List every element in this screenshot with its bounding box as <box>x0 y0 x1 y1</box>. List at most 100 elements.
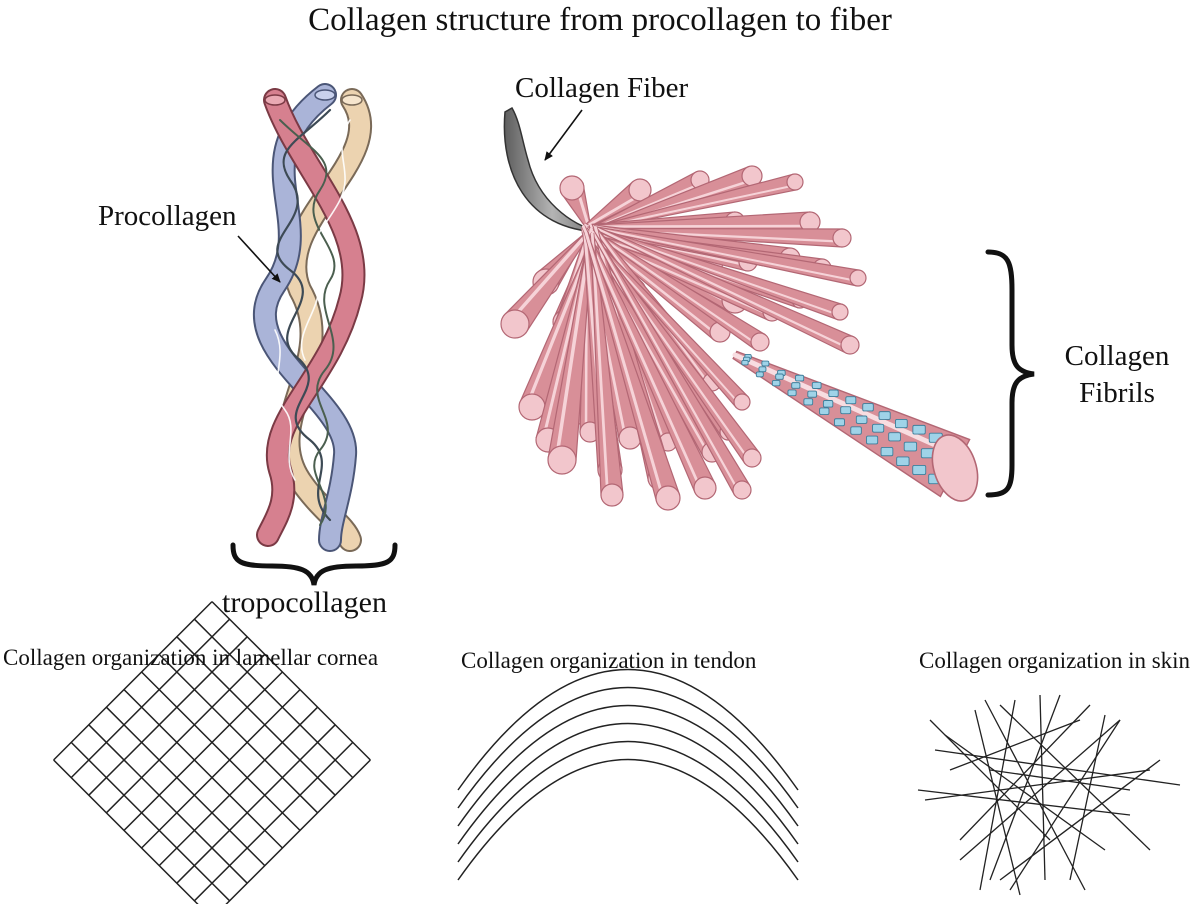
fibril-large-end <box>931 434 979 502</box>
fibril-end <box>840 335 860 355</box>
skin-fiber-line <box>944 734 1106 851</box>
triple-helix <box>253 83 372 552</box>
skin-fiber-line <box>1069 714 1106 881</box>
fibril-highlight <box>590 232 609 497</box>
skin-fiber-line <box>934 749 1181 786</box>
skin-fiber-line <box>959 704 1091 841</box>
collagen-fibrils-label-line2: Fibrils <box>1079 377 1155 409</box>
fibril-highlight <box>595 227 850 350</box>
crystal-block <box>888 432 901 442</box>
fibril-end <box>832 228 852 248</box>
cornea-fiber-line <box>123 689 283 849</box>
crystal-block <box>787 389 797 397</box>
crystal-block <box>878 411 891 420</box>
crystal-block <box>866 435 879 445</box>
skin-fiber-line <box>949 719 1081 771</box>
crystal-block <box>758 366 767 373</box>
procollagen-arrow <box>237 235 281 283</box>
cornea-fiber-line <box>70 618 231 779</box>
fibril-large-highlight <box>732 352 964 460</box>
crystal-block <box>896 456 910 467</box>
crystal-block <box>895 418 908 429</box>
tendon-arcs <box>457 668 799 881</box>
fibril-highlight <box>508 227 594 323</box>
cornea-fiber-line <box>158 706 319 867</box>
crystal-block <box>755 371 764 378</box>
fibril-end <box>742 448 762 468</box>
cornea-fiber-line <box>225 759 371 904</box>
cornea-fiber-line <box>176 724 336 884</box>
crystal-block <box>855 415 868 424</box>
skin-random-lines <box>917 694 1181 896</box>
fibril-end <box>733 393 751 411</box>
fibril-end <box>693 476 717 500</box>
tendon-fiber-arc <box>457 740 799 863</box>
cornea-panel-title: Collagen organization in lamellar cornea <box>3 645 379 670</box>
fibril-end <box>750 332 770 352</box>
crystal-block <box>741 359 749 366</box>
collagen-fiber-label: Collagen Fiber <box>515 72 689 104</box>
cornea-fiber-line <box>158 653 319 814</box>
tendon-panel-title: Collagen organization in tendon <box>461 648 757 673</box>
crystal-block <box>903 441 918 452</box>
skin-panel-title: Collagen organization in skin <box>919 648 1191 673</box>
crystal-block <box>791 382 801 389</box>
collagen-fiber-shape <box>503 106 601 233</box>
cornea-fiber-line <box>176 636 336 796</box>
collagen-fiber-arrow <box>544 109 583 161</box>
skin-fiber-line <box>1009 719 1121 891</box>
crystal-block <box>795 374 805 382</box>
cornea-fiber-line <box>211 601 371 761</box>
crystal-block <box>880 447 894 457</box>
fibril-highlight <box>591 230 760 347</box>
cornea-fiber-line <box>53 759 199 904</box>
tendon-fiber-arc <box>457 686 799 809</box>
skin-fiber-line <box>979 699 1016 891</box>
fibril-highlight <box>591 226 859 283</box>
crystal-block <box>828 389 839 398</box>
crystal-block <box>822 400 834 408</box>
tropocollagen-brace <box>230 542 398 586</box>
fibril-end <box>655 485 681 511</box>
skin-fiber-line <box>929 719 1051 841</box>
tendon-fiber-arc <box>457 668 799 791</box>
fibril-highlight <box>591 230 741 493</box>
crystal-block <box>840 406 852 415</box>
tendon-fiber-arc <box>457 704 799 827</box>
collagen-fibril-bundle <box>500 165 979 511</box>
crystal-block <box>811 381 822 389</box>
cornea-fiber-line <box>88 636 248 796</box>
crystal-block <box>912 424 926 435</box>
cornea-fiber-line <box>123 671 283 831</box>
fibril-end <box>849 269 867 287</box>
cornea-fiber-line <box>141 671 301 831</box>
fibril-highlight <box>591 224 812 228</box>
skin-fiber-line <box>989 769 1131 791</box>
collagen-fibrils-label-line1: Collagen <box>1064 340 1170 372</box>
crystal-block <box>807 390 818 398</box>
cornea-fiber-line <box>105 706 266 867</box>
cornea-fiber-line <box>88 724 248 884</box>
fibril-highlight <box>581 225 703 492</box>
skin-fiber-line <box>999 759 1161 881</box>
fibril-end <box>500 309 530 339</box>
cornea-fiber-line <box>70 741 231 902</box>
crystal-block <box>761 360 770 367</box>
skin-fiber-line <box>989 694 1061 881</box>
crystal-block <box>862 403 874 412</box>
cornea-fiber-line <box>105 653 266 814</box>
cornea-fiber-line <box>53 601 213 761</box>
fibrils-brace <box>985 249 1035 498</box>
fibril-end <box>559 175 585 201</box>
crystal-block <box>850 426 862 435</box>
tropocollagen-label: tropocollagen <box>222 586 387 619</box>
skin-fiber-line <box>999 704 1151 851</box>
crystal-block <box>775 373 784 380</box>
skin-fiber-line <box>959 719 1121 861</box>
fibril-end <box>732 480 752 500</box>
fibril-end <box>831 303 849 321</box>
cornea-fiber-line <box>141 689 301 849</box>
cornea-lattice <box>53 601 371 904</box>
crystal-block <box>845 396 857 405</box>
